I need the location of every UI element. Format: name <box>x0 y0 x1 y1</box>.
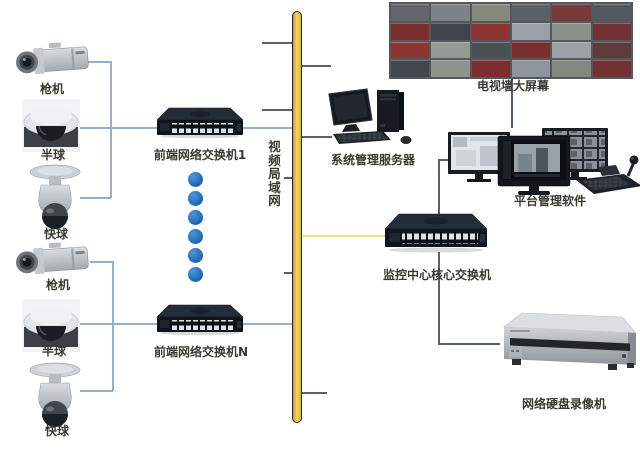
bus-tick-1 <box>284 177 293 179</box>
link-ptz2-junction <box>80 390 113 392</box>
bullet-camera-1-label: 枪机 <box>39 82 64 96</box>
link-bullet1-junction <box>88 61 111 63</box>
tv-wall-cell <box>592 4 631 21</box>
dome-camera-1-label: 半球 <box>40 148 65 162</box>
speed-dome-camera-icon <box>29 164 81 229</box>
tv-wall-cell <box>592 41 631 59</box>
front-switch-n-label: 前端网络交换机N <box>153 345 249 359</box>
tv-wall-cell <box>511 60 551 77</box>
ellipsis-dot <box>188 248 203 263</box>
bus-stub-left-mid <box>262 109 293 111</box>
video-lan-bus <box>292 11 302 423</box>
tv-wall-label: 电视墙大屏幕 <box>476 79 549 93</box>
tv-wall-cell <box>391 41 430 59</box>
bullet-camera-icon <box>16 42 89 75</box>
tv-wall-cell <box>471 41 510 59</box>
speed-dome-camera-icon <box>29 362 81 427</box>
tv-wall-cell <box>391 60 430 77</box>
link-ptz1-junction <box>80 197 111 199</box>
ellipsis-dot <box>188 267 203 282</box>
link-bullet2-junction <box>90 261 113 263</box>
link-coreswitch-nvr-v <box>438 252 440 345</box>
tv-wall-cell <box>511 41 551 59</box>
link-platform-coreswitch <box>438 159 440 219</box>
tv-wall-cell <box>431 4 470 21</box>
link-tvwall-platform <box>511 77 513 128</box>
tv-wall <box>389 2 633 79</box>
bus-stub-right-top <box>300 65 331 67</box>
front-switch-1-icon <box>157 107 243 139</box>
tv-wall-cell <box>592 22 631 40</box>
platform-label: 平台管理软件 <box>513 194 586 208</box>
ellipsis-dot <box>188 210 203 225</box>
tv-wall-cell <box>511 4 551 21</box>
ellipsis-dot <box>188 172 203 187</box>
tv-wall-cell <box>552 41 591 59</box>
video-lan-label: 视频局域网 <box>268 139 281 208</box>
server-icon <box>328 88 412 144</box>
link-bus-coreswitch <box>300 235 388 237</box>
front-switch-n-icon <box>157 304 243 336</box>
core-switch-label: 监控中心核心交换机 <box>382 268 491 282</box>
tv-wall-cell <box>471 4 510 21</box>
tv-wall-cell <box>552 60 591 77</box>
tv-wall-cell <box>391 4 430 21</box>
bullet-camera-2-label: 枪机 <box>45 278 70 292</box>
core-switch-icon <box>385 213 487 253</box>
tv-wall-cell <box>552 22 591 40</box>
tv-wall-cell <box>391 22 430 40</box>
bullet-camera-icon <box>16 242 89 275</box>
tv-wall-cell <box>431 22 470 40</box>
dome-camera-2-label: 半球 <box>41 344 66 358</box>
ellipsis-dots <box>188 172 203 282</box>
speed-dome-2-label: 快球 <box>44 424 69 438</box>
tv-wall-cell <box>552 4 591 21</box>
ellipsis-dot <box>188 191 203 206</box>
front-switch-1-label: 前端网络交换机1 <box>153 148 247 162</box>
bus-stub-left-top <box>262 42 293 44</box>
dome-camera-icon <box>22 99 80 152</box>
ellipsis-dot <box>188 229 203 244</box>
platform-workstation-icon <box>448 128 640 195</box>
tv-wall-cell <box>511 22 551 40</box>
tv-wall-cell <box>471 60 510 77</box>
server-label: 系统管理服务器 <box>330 153 415 167</box>
tv-wall-cell <box>471 22 510 40</box>
speed-dome-1-label: 快球 <box>43 227 68 241</box>
tv-wall-cell <box>592 60 631 77</box>
dome-camera-icon <box>22 299 80 352</box>
link-junction1-vertical <box>110 61 112 198</box>
tv-wall-cell <box>431 41 470 59</box>
nvr-label: 网络硬盘录像机 <box>521 397 606 411</box>
link-junction2-vertical <box>112 261 114 391</box>
link-coreswitch-nvr-h <box>438 343 500 345</box>
bus-stub-right-bottom <box>300 392 327 394</box>
tv-wall-cell <box>431 60 470 77</box>
nvr-icon <box>503 312 637 370</box>
bus-tick-2 <box>284 272 293 274</box>
bus-stub-right-server <box>300 136 332 138</box>
link-platform-h <box>438 159 455 161</box>
